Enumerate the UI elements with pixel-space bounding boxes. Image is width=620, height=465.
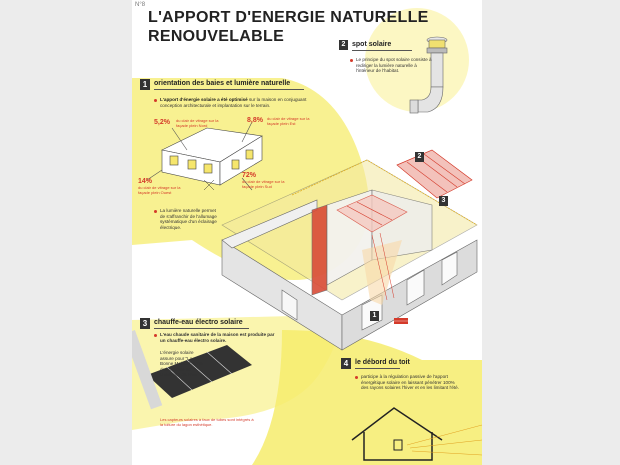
compass-icon — [203, 179, 215, 191]
section-4-underline — [355, 368, 400, 369]
radiator-marker — [394, 318, 408, 324]
light-bullet — [154, 210, 157, 213]
north-caption: du clair de vitrage sur la façade plein … — [176, 118, 219, 128]
section-1-intro-rest: sur la maison en conjuguant conception a… — [160, 97, 307, 108]
section-3-underline — [154, 328, 249, 329]
illustration-layer — [132, 8, 482, 465]
house-marker-3: 3 — [439, 196, 448, 206]
section-3-bullet — [154, 334, 157, 337]
section-2-bullet — [350, 59, 353, 62]
light-text: La lumière naturelle permet de s'affranc… — [160, 208, 217, 230]
section-3-intro: L'eau chaude sanitaire de la maison est … — [160, 332, 275, 343]
title-line-2: RENOUVELABLE — [148, 28, 285, 45]
section-2-heading: spot solaire — [352, 41, 392, 48]
south-percentage: 72% — [242, 172, 257, 179]
west-caption: du clair de vitrage sur la façade plein … — [138, 185, 181, 195]
section-3-number: 3 — [140, 318, 150, 329]
title-line-1: L'APPORT D'ENERGIE NATURELLE — [148, 9, 429, 26]
section-4-number: 4 — [341, 358, 351, 369]
main-house-cutaway — [221, 149, 478, 351]
section-1-intro-bold: L'apport d'énergie solaire a été optimis… — [160, 97, 248, 102]
solar-collector-panels — [132, 330, 252, 410]
section-1-heading: orientation des baies et lumière naturel… — [154, 80, 291, 87]
section-2-text: Le principe du spot solaire consiste à r… — [356, 57, 432, 74]
house-marker-1: 1 — [370, 311, 379, 321]
left-margin — [0, 0, 132, 465]
section-3-detail: L'énergie solaire assure pour "La Bonne … — [160, 350, 203, 378]
page-title: L'APPORT D'ENERGIE NATURELLE RENOUVELABL… — [148, 8, 429, 46]
sun-rays-lines — [406, 424, 482, 456]
right-margin — [482, 0, 620, 465]
east-percentage: 8,8% — [247, 117, 263, 124]
yellow-blob-bottom — [252, 330, 482, 465]
infographic-sheet: 2 spot solaire Le principe du spot solai… — [132, 0, 482, 465]
south-caption: du clair de vitrage sur la façade plein … — [242, 179, 285, 189]
section-4-text: participe à la régulation passive de l'a… — [361, 374, 460, 391]
section-1-bullet — [154, 99, 157, 102]
section-4-heading: le débord du toit — [355, 359, 410, 366]
section-2-number: 2 — [339, 40, 348, 50]
roof-overhang-house — [351, 407, 443, 461]
orientation-house-sketch — [146, 121, 263, 191]
section-1-number: 1 — [140, 79, 150, 90]
east-caption: du clair de vitrage sur la façade plein … — [267, 116, 310, 126]
page-folio: N°8 — [135, 2, 146, 8]
section-1-underline — [154, 89, 304, 90]
section-3-heading: chauffe-eau électro solaire — [154, 319, 243, 326]
spot-solaire-tube-icon — [409, 36, 448, 114]
section-4-bullet — [355, 376, 358, 379]
house-marker-2: 2 — [415, 152, 424, 162]
section-1-intro: L'apport d'énergie solaire a été optimis… — [160, 97, 310, 108]
section-2-underline — [352, 50, 412, 51]
west-percentage: 14% — [138, 178, 153, 185]
section-3-caption: Les capteurs solaires à faux de tubes so… — [160, 417, 254, 427]
north-percentage: 5,2% — [154, 119, 170, 126]
